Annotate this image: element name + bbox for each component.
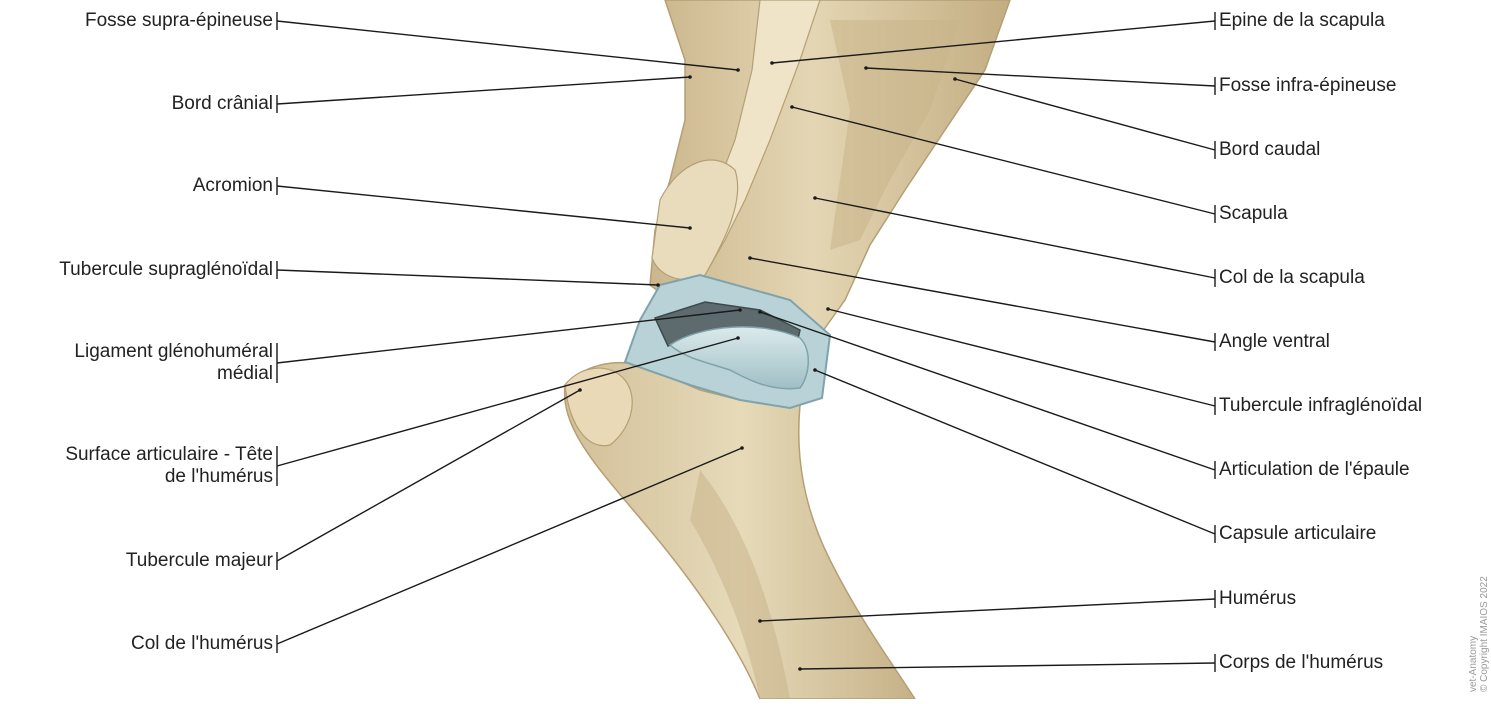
left-label-5-line-1: de l'humérus	[65, 466, 273, 488]
right-label-10: Corps de l'humérus	[1219, 652, 1383, 674]
right-label-1: Fosse infra-épineuse	[1219, 75, 1396, 97]
right-leader-dot-5	[748, 256, 752, 260]
right-label-0-line-0: Epine de la scapula	[1219, 10, 1385, 32]
watermark-brand: vet-Anatomy	[1468, 576, 1479, 692]
right-label-8-line-0: Capsule articulaire	[1219, 523, 1376, 545]
left-leader-2	[277, 186, 690, 228]
right-leader-6	[828, 309, 1215, 406]
right-label-7-line-0: Articulation de l'épaule	[1219, 459, 1410, 481]
left-label-4-line-1: médial	[74, 363, 273, 385]
left-leader-dot-1	[688, 75, 692, 79]
right-leader-dot-4	[813, 196, 817, 200]
right-leader-dot-3	[790, 105, 794, 109]
left-label-5-line-0: Surface articulaire - Tête	[65, 444, 273, 466]
left-label-4-line-0: Ligament glénohuméral	[74, 341, 273, 363]
right-leader-dot-10	[798, 667, 802, 671]
right-label-6-line-0: Tubercule infraglénoïdal	[1219, 395, 1422, 417]
right-label-9: Humérus	[1219, 588, 1296, 610]
right-leader-dot-9	[758, 619, 762, 623]
left-label-7: Col de l'humérus	[131, 633, 273, 655]
right-leader-dot-8	[813, 368, 817, 372]
left-leader-dot-2	[688, 226, 692, 230]
left-label-3-line-0: Tubercule supraglénoïdal	[59, 259, 273, 281]
right-leader-2	[955, 79, 1215, 150]
left-label-3: Tubercule supraglénoïdal	[59, 259, 273, 281]
left-leader-dot-0	[736, 68, 740, 72]
left-leader-dot-4	[738, 308, 742, 312]
right-label-4: Col de la scapula	[1219, 267, 1365, 289]
left-leader-dot-7	[740, 446, 744, 450]
right-label-1-line-0: Fosse infra-épineuse	[1219, 75, 1396, 97]
left-leader-1	[277, 77, 690, 104]
right-label-3-line-0: Scapula	[1219, 203, 1288, 225]
left-label-1: Bord crânial	[172, 93, 273, 115]
right-label-9-line-0: Humérus	[1219, 588, 1296, 610]
right-label-5-line-0: Angle ventral	[1219, 331, 1330, 353]
left-label-0-line-0: Fosse supra-épineuse	[85, 10, 273, 32]
left-leader-dot-3	[656, 283, 660, 287]
watermark-copyright: © Copyright IMAIOS 2022	[1479, 576, 1490, 692]
right-leader-7	[760, 312, 1215, 470]
right-label-4-line-0: Col de la scapula	[1219, 267, 1365, 289]
left-leader-0	[277, 21, 738, 70]
left-label-1-line-0: Bord crânial	[172, 93, 273, 115]
right-leader-dot-1	[864, 66, 868, 70]
right-leader-dot-0	[770, 61, 774, 65]
left-leader-dot-5	[736, 336, 740, 340]
right-label-6: Tubercule infraglénoïdal	[1219, 395, 1422, 417]
left-label-6: Tubercule majeur	[126, 550, 273, 572]
right-leader-dot-7	[758, 310, 762, 314]
left-label-6-line-0: Tubercule majeur	[126, 550, 273, 572]
right-label-2: Bord caudal	[1219, 139, 1320, 161]
left-leader-3	[277, 270, 658, 285]
right-label-2-line-0: Bord caudal	[1219, 139, 1320, 161]
right-label-0: Epine de la scapula	[1219, 10, 1385, 32]
right-label-5: Angle ventral	[1219, 331, 1330, 353]
right-label-7: Articulation de l'épaule	[1219, 459, 1410, 481]
left-leader-dot-6	[578, 388, 582, 392]
right-label-3: Scapula	[1219, 203, 1288, 225]
right-label-10-line-0: Corps de l'humérus	[1219, 652, 1383, 674]
left-label-2-line-0: Acromion	[193, 175, 273, 197]
right-label-8: Capsule articulaire	[1219, 523, 1376, 545]
right-leader-dot-6	[826, 307, 830, 311]
left-label-0: Fosse supra-épineuse	[85, 10, 273, 32]
right-leader-8	[815, 370, 1215, 534]
watermark: vet-Anatomy © Copyright IMAIOS 2022	[1468, 576, 1490, 692]
left-label-7-line-0: Col de l'humérus	[131, 633, 273, 655]
right-leader-dot-2	[953, 77, 957, 81]
left-label-2: Acromion	[193, 175, 273, 197]
